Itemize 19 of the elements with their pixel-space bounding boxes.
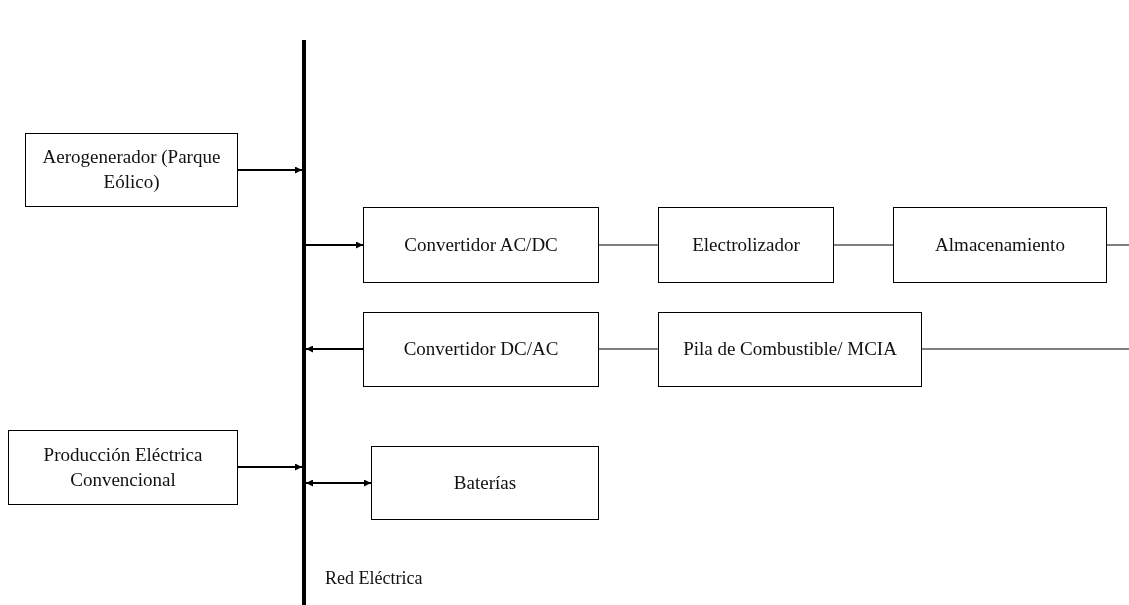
connector-line bbox=[1106, 244, 1129, 246]
connector-line bbox=[598, 348, 659, 350]
process-box: Producción Eléctrica Convencional bbox=[8, 430, 238, 505]
process-box: Pila de Combustible/ MCIA bbox=[658, 312, 922, 387]
arrow bbox=[237, 463, 303, 471]
process-box: Almacenamiento bbox=[893, 207, 1107, 283]
process-box: Aerogenerador (Parque Eólico) bbox=[25, 133, 238, 207]
connector-line bbox=[833, 244, 894, 246]
process-box: Convertidor DC/AC bbox=[363, 312, 599, 387]
arrow bbox=[305, 241, 364, 249]
connector-line bbox=[921, 348, 1129, 350]
bus-label: Red Eléctrica bbox=[325, 568, 423, 589]
arrow bbox=[305, 345, 364, 353]
connector-line bbox=[598, 244, 659, 246]
process-box: Baterías bbox=[371, 446, 599, 520]
process-box: Convertidor AC/DC bbox=[363, 207, 599, 283]
arrow bbox=[305, 479, 372, 487]
process-box: Electrolizador bbox=[658, 207, 834, 283]
arrow bbox=[237, 166, 303, 174]
